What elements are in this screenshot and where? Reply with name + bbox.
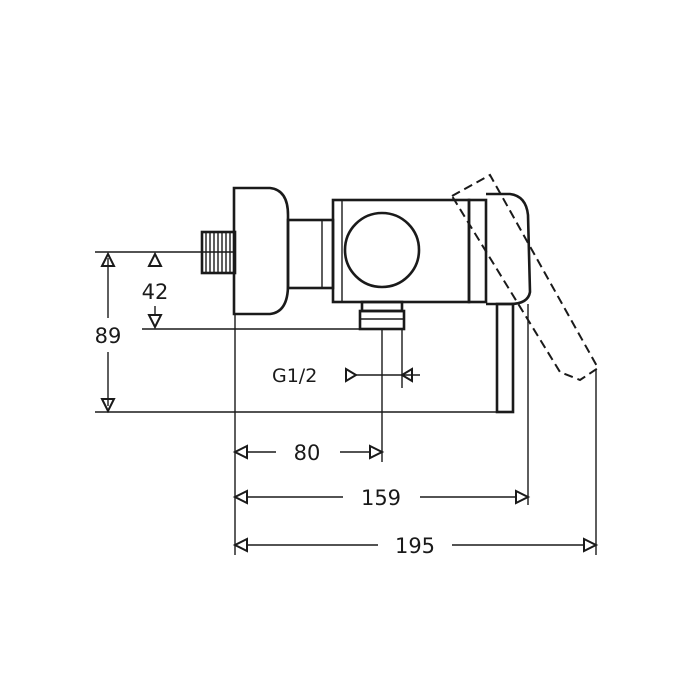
- dimension-80: 80: [232, 441, 385, 465]
- wall-rosette: [232, 186, 290, 316]
- connecting-pipe: [286, 218, 335, 290]
- dimension-42: 42: [142, 251, 169, 330]
- lever-handle: [486, 192, 532, 306]
- lever-rotated-outline: [450, 173, 600, 382]
- dimension-42-label: 42: [142, 280, 169, 304]
- dimension-89-label: 89: [95, 324, 122, 348]
- dimension-195: 195: [232, 534, 599, 558]
- dimension-89: 89: [95, 251, 122, 414]
- lower-stub: [495, 302, 515, 414]
- dimension-159-label: 159: [361, 486, 401, 510]
- handle-hub: [467, 198, 488, 304]
- thread-label: G1/2: [272, 365, 317, 387]
- dimension-159: 159: [232, 486, 531, 510]
- dimension-195-label: 195: [395, 534, 435, 558]
- bottom-outlet: [358, 300, 406, 331]
- faucet-body: [200, 173, 600, 414]
- main-body: [331, 198, 471, 304]
- dimension-80-label: 80: [294, 441, 321, 465]
- thread-callout: G1/2: [272, 365, 420, 387]
- control-knob: [343, 211, 421, 289]
- extension-lines: [95, 251, 597, 555]
